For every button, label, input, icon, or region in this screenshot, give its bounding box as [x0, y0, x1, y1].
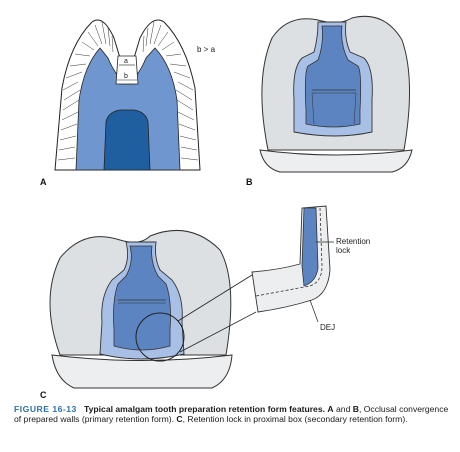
magnification-leader-top: [177, 274, 253, 322]
tooth-cervical-band-c: [51, 354, 233, 389]
caption-text-1: and: [333, 404, 353, 414]
caption-text-2: , Occlusal convergence of prepared walls…: [14, 404, 449, 425]
magnification-leader-bottom: [179, 311, 257, 353]
prep-proximal-box: [304, 25, 362, 128]
retention-callout-line1: Retention: [336, 237, 370, 246]
occlusal-preparation: [115, 55, 139, 85]
caption-ref-b: B: [352, 404, 359, 414]
panel-label-b: B: [246, 177, 253, 187]
dimension-b-label: b: [124, 73, 128, 80]
retention-lock-inset: Retention lock DEJ: [251, 205, 370, 332]
panel-a-cross-section: a b b > a: [54, 19, 216, 171]
panel-b-tooth-view: [259, 15, 413, 173]
caption-ref-c: C: [176, 414, 183, 425]
caption-text-3: , Retention lock in proximal box (second…: [182, 414, 408, 425]
inset-prep-wall: [301, 207, 319, 287]
inequality-label: b > a: [197, 45, 216, 54]
figure-caption: FIGURE 16-13 Typical amalgam tooth prepa…: [14, 404, 450, 425]
figure-title: Typical amalgam tooth preparation retent…: [84, 404, 326, 414]
panel-label-a: A: [40, 177, 47, 187]
enamel-hatching: [57, 21, 199, 161]
prep-wall-left: [311, 92, 315, 125]
pulp-chamber: [103, 109, 151, 171]
magnification-circle: [135, 312, 185, 362]
dej-leader: [309, 299, 319, 323]
figure-number: FIGURE 16-13: [14, 404, 77, 414]
retention-callout-line2: lock: [336, 246, 351, 255]
tooth-cervical-band: [259, 149, 413, 173]
dimension-a-label: a: [124, 58, 128, 65]
prep-proximal-box-c: [113, 245, 171, 351]
panel-label-c: C: [40, 390, 47, 400]
inset-tooth-wall: [251, 205, 331, 313]
prep-wall-right: [353, 92, 357, 125]
caption-ref-a: A: [327, 404, 334, 414]
panel-c-tooth-view: [49, 229, 257, 389]
figure-caption-body: A and B, Occlusal convergence of prepare…: [14, 404, 448, 424]
dej-callout: DEJ: [320, 323, 335, 332]
